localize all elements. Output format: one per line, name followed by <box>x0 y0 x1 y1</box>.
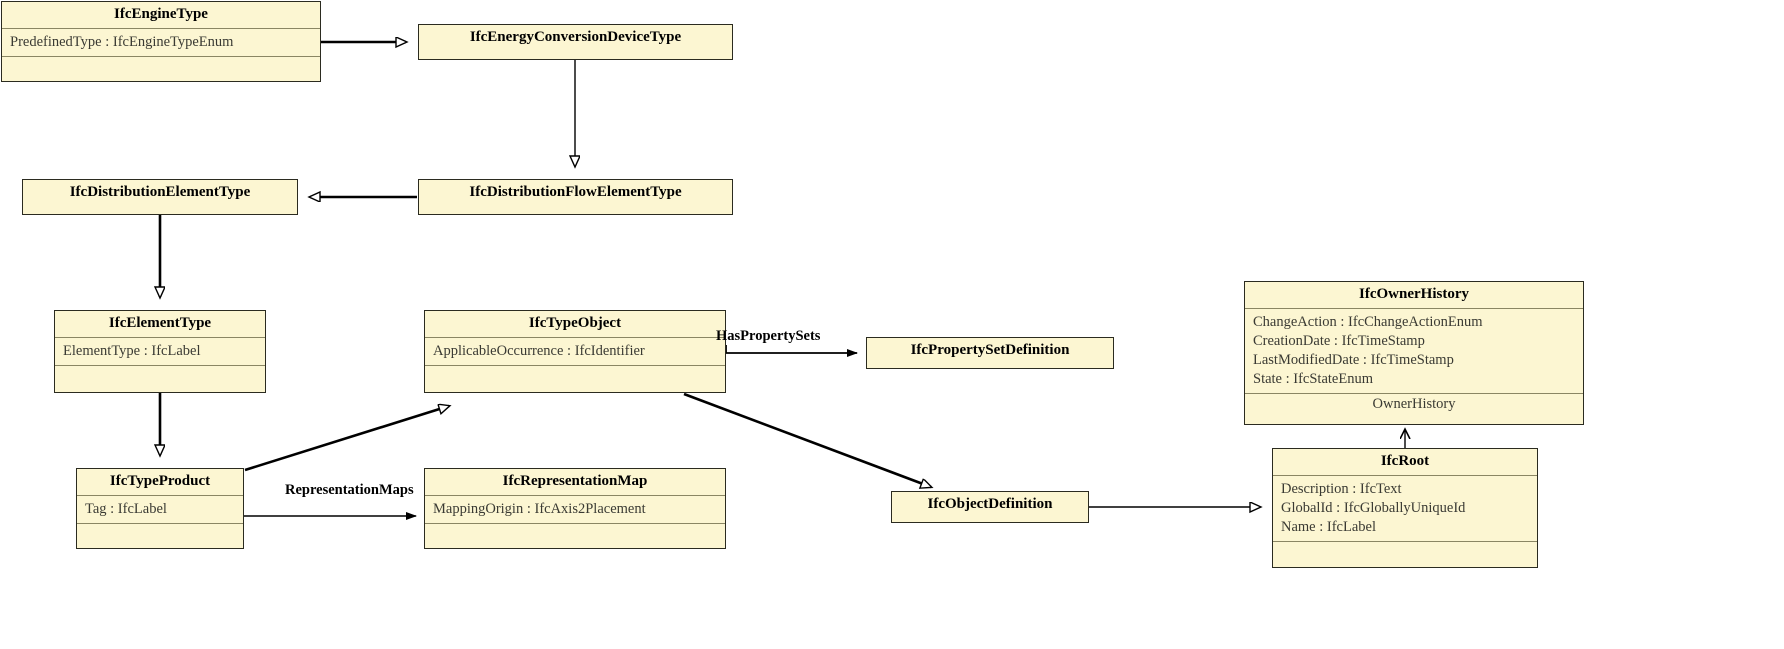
class-box-ifcroot[interactable]: IfcRoot Description : IfcText GlobalId :… <box>1272 448 1538 568</box>
class-attributes: Description : IfcText GlobalId : IfcGlob… <box>1273 476 1537 541</box>
compartment-separator <box>77 494 243 496</box>
class-attributes: Tag : IfcLabel <box>77 496 243 523</box>
attribute-row: Name : IfcLabel <box>1281 519 1377 535</box>
class-box-ifcdistributionflowelementtype[interactable]: IfcDistributionFlowElementType <box>418 179 733 215</box>
attribute-row: ElementType : IfcLabel <box>63 342 201 359</box>
class-box-ifctypeobject[interactable]: IfcTypeObject ApplicableOccurrence : Ifc… <box>424 310 726 393</box>
attribute-row: State : IfcStateEnum <box>1253 371 1373 388</box>
class-box-ifcdistributionelementtype[interactable]: IfcDistributionElementType <box>22 179 298 215</box>
compartment-separator <box>425 364 725 366</box>
attribute-row: ChangeAction : IfcChangeActionEnum <box>1253 313 1483 330</box>
class-title: IfcTypeProduct <box>109 473 211 489</box>
class-title: IfcObjectDefinition <box>927 496 1053 512</box>
attribute-row: MappingOrigin : IfcAxis2Placement <box>433 500 646 517</box>
compartment-separator <box>425 336 725 338</box>
class-box-ifcenginetype[interactable]: IfcEngineType PredefinedType : IfcEngine… <box>1 1 321 82</box>
attribute-row: PredefinedType : IfcEngineTypeEnum <box>10 33 234 50</box>
class-attributes: PredefinedType : IfcEngineTypeEnum <box>2 29 320 56</box>
empty-compartment <box>425 524 725 548</box>
edge-label-representationmaps: RepresentationMaps <box>285 482 414 498</box>
role-label-ownerhistory: OwnerHistory <box>1372 396 1456 413</box>
class-title: IfcRepresentationMap <box>502 473 648 489</box>
compartment-separator <box>2 55 320 57</box>
class-title: IfcPropertySetDefinition <box>910 342 1070 358</box>
empty-compartment <box>425 366 725 392</box>
compartment-separator <box>2 27 320 29</box>
class-box-ifcpropertysetdefinition[interactable]: IfcPropertySetDefinition <box>866 337 1114 369</box>
class-box-ifcenergyconversiondevicetype[interactable]: IfcEnergyConversionDeviceType <box>418 24 733 60</box>
class-title: IfcRoot <box>1380 453 1430 469</box>
empty-compartment <box>55 366 265 392</box>
class-box-ifctypeproduct[interactable]: IfcTypeProduct Tag : IfcLabel <box>76 468 244 549</box>
compartment-separator <box>77 522 243 524</box>
attribute-row: Description : IfcText <box>1281 480 1402 497</box>
class-title: IfcDistributionElementType <box>69 184 251 200</box>
compartment-separator <box>55 336 265 338</box>
class-box-ifcobjectdefinition[interactable]: IfcObjectDefinition <box>891 491 1089 523</box>
class-attributes: ElementType : IfcLabel <box>55 338 265 365</box>
relation-typeproduct-typeobject <box>244 406 449 472</box>
compartment-separator <box>55 364 265 366</box>
class-title: IfcElementType <box>108 315 212 331</box>
compartment-separator <box>1273 474 1537 476</box>
class-title: IfcEngineType <box>114 6 208 22</box>
class-box-ifcelementtype[interactable]: IfcElementType ElementType : IfcLabel <box>54 310 266 393</box>
class-title: IfcTypeObject <box>528 315 622 331</box>
empty-compartment <box>77 524 243 548</box>
attribute-row: CreationDate : IfcTimeStamp <box>1253 332 1425 349</box>
attribute-row: ApplicableOccurrence : IfcIdentifier <box>433 342 645 359</box>
attribute-row: Tag : IfcLabel <box>85 500 167 517</box>
compartment-separator <box>1245 307 1583 309</box>
class-title: IfcDistributionFlowElementType <box>469 184 682 200</box>
class-box-ifcownerhistory[interactable]: IfcOwnerHistory ChangeAction : IfcChange… <box>1244 281 1584 425</box>
compartment-separator <box>425 494 725 496</box>
class-attributes: ApplicableOccurrence : IfcIdentifier <box>425 338 725 365</box>
compartment-separator <box>1273 541 1537 543</box>
attribute-row: LastModifiedDate : IfcTimeStamp <box>1253 352 1454 368</box>
compartment-separator <box>425 522 725 524</box>
empty-compartment <box>2 57 320 81</box>
class-box-ifcrepresentationmap[interactable]: IfcRepresentationMap MappingOrigin : Ifc… <box>424 468 726 549</box>
class-title: IfcOwnerHistory <box>1359 286 1469 302</box>
class-attributes: MappingOrigin : IfcAxis2Placement <box>425 496 725 523</box>
relation-typeobject-objectdefinition <box>683 392 931 487</box>
class-title: IfcEnergyConversionDeviceType <box>469 29 682 45</box>
compartment-separator <box>1245 393 1583 395</box>
relation-typeobject-propertysetdefinition <box>725 345 858 357</box>
empty-compartment <box>1273 542 1537 567</box>
class-attributes: ChangeAction : IfcChangeActionEnum Creat… <box>1245 309 1583 394</box>
attribute-row: GlobalId : IfcGloballyUniqueId <box>1281 499 1466 516</box>
edge-label-haspropertysets: HasPropertySets <box>716 328 821 344</box>
